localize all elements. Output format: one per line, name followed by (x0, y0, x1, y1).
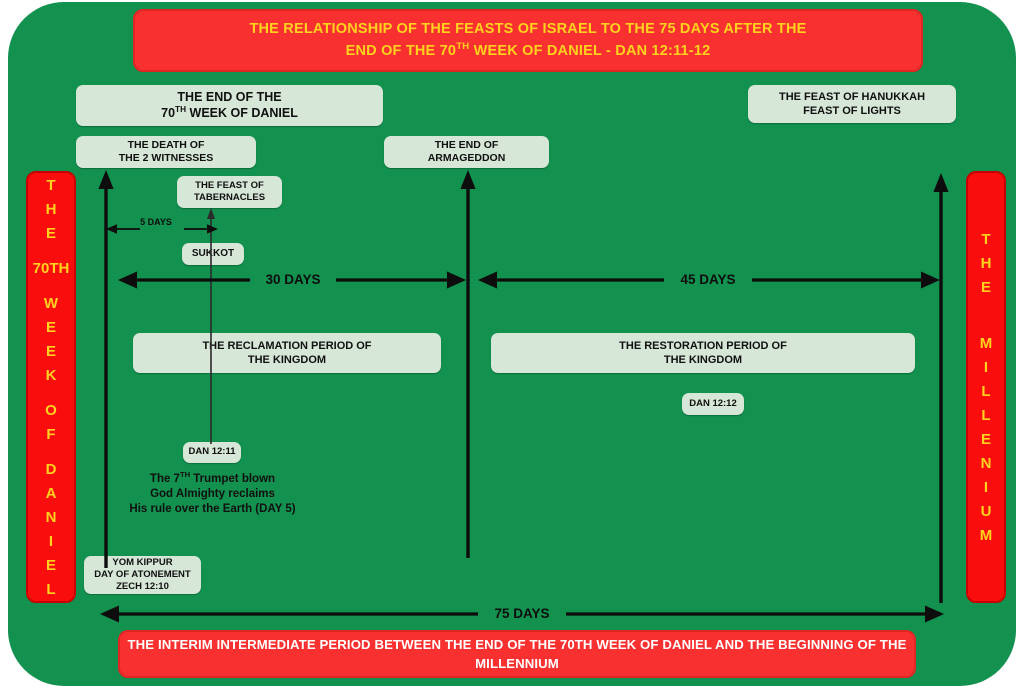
bottom-banner: THE INTERIM INTERMEDIATE PERIOD BETWEEN … (118, 630, 916, 678)
box-feast-of-hanukkah: THE FEAST OF HANUKKAH FEAST OF LIGHTS (748, 85, 956, 123)
measure-45-days (478, 266, 940, 294)
measure-5-days (106, 212, 218, 238)
box-reclamation-period: THE RECLAMATION PERIOD OF THE KINGDOM (133, 333, 441, 373)
feast-of-hanukkah-line-1: THE FEAST OF HANUKKAH (778, 90, 926, 103)
left-banner-char: E (45, 556, 56, 574)
left-banner-char: K (45, 366, 57, 384)
end-of-70th-week-line-2-pre: 70 (161, 106, 176, 121)
seventh-trumpet-line-1: The 7TH Trumpet blown (110, 470, 315, 487)
reclamation-period-line-2: THE KINGDOM (247, 354, 327, 366)
vertical-axis-right (927, 173, 955, 605)
feast-of-tabernacles-line-2: TABERNACLES (193, 192, 266, 203)
left-side-banner-70th-week-of-daniel: T H E 70TH W E E K O F D A N I E L (26, 171, 76, 603)
right-banner-char: I (983, 478, 989, 496)
title-banner: THE RELATIONSHIP OF THE FEASTS OF ISRAEL… (133, 9, 923, 72)
box-end-of-70th-week-of-daniel: THE END OF THE 70TH WEEK OF DANIEL (76, 85, 383, 126)
measure-75-days-label: 75 DAYS (494, 605, 550, 621)
measure-45-days-label: 45 DAYS (680, 271, 736, 287)
title-line-2: END OF THE 70TH WEEK OF DANIEL - DAN 12:… (249, 40, 806, 62)
title-line-2-pre: END OF THE 70 (345, 42, 457, 59)
right-banner-char: U (980, 502, 992, 520)
vertical-axis-middle (454, 170, 482, 560)
vertical-axis-left (92, 170, 120, 570)
seventh-trumpet-line-2: God Almighty reclaims (150, 488, 275, 500)
right-banner-char: M (979, 334, 993, 352)
death-of-2-witnesses-line-2: THE 2 WITNESSES (118, 152, 214, 164)
left-banner-char: O (45, 401, 57, 419)
restoration-period-line-2: THE KINGDOM (663, 354, 743, 366)
left-banner-char: E (45, 318, 56, 336)
box-sukkot: SUKKOT (182, 243, 244, 265)
box-feast-of-tabernacles: THE FEAST OF TABERNACLES (177, 176, 282, 208)
measure-30-days-label: 30 DAYS (265, 271, 321, 287)
left-banner-char: 70TH (32, 259, 70, 277)
measure-75-days (100, 600, 944, 628)
right-banner-char: T (981, 230, 991, 248)
box-yom-kippur: YOM KIPPUR DAY OF ATONEMENT ZECH 12:10 (84, 556, 201, 594)
right-banner-char: M (979, 526, 993, 544)
right-banner-char: L (981, 382, 991, 400)
end-of-70th-week-line-2: 70TH WEEK OF DANIEL (161, 105, 298, 121)
right-side-banner-the-millenium: T H E M I L L E N I U M (966, 171, 1006, 603)
right-banner-char: H (980, 254, 992, 272)
sukkot-label: SUKKOT (191, 247, 235, 259)
left-banner-char: I (48, 532, 54, 550)
end-of-70th-week-line-2-sup: TH (175, 105, 187, 115)
box-dan-12-12: DAN 12:12 (682, 393, 744, 415)
left-banner-char: H (45, 200, 57, 218)
seventh-trumpet-line-1-sup: TH (179, 470, 191, 479)
note-seventh-trumpet: The 7TH Trumpet blown God Almighty recla… (110, 470, 315, 517)
end-of-70th-week-line-1: THE END OF THE (177, 90, 282, 105)
right-banner-char: N (980, 454, 992, 472)
measure-5-days-label: 5 DAYS (140, 217, 172, 227)
bottom-banner-line-1: THE INTERIM INTERMEDIATE PERIOD BETWEEN … (127, 636, 907, 652)
feast-of-hanukkah-line-2: FEAST OF LIGHTS (803, 105, 901, 117)
box-dan-12-11: DAN 12:11 (183, 442, 241, 463)
end-of-70th-week-line-2-post: WEEK OF DANIEL (186, 106, 298, 121)
measure-30-days (118, 266, 466, 294)
seventh-trumpet-line-1-post: Trumpet blown (190, 472, 276, 485)
right-banner-char: E (980, 278, 991, 296)
seventh-trumpet-line-3: His rule over the Earth (DAY 5) (129, 503, 296, 516)
death-of-2-witnesses-line-1: THE DEATH OF (127, 138, 205, 151)
yom-kippur-line-2: DAY OF ATONEMENT (94, 568, 191, 580)
left-banner-char: W (43, 294, 59, 312)
title-line-1: THE RELATIONSHIP OF THE FEASTS OF ISRAEL… (249, 21, 807, 38)
seventh-trumpet-line-1-pre: The 7 (149, 472, 180, 485)
box-death-of-the-2-witnesses: THE DEATH OF THE 2 WITNESSES (76, 136, 256, 168)
left-banner-char: T (46, 176, 56, 194)
feast-of-tabernacles-line-1: THE FEAST OF (195, 179, 264, 191)
left-banner-char: A (45, 484, 57, 502)
left-banner-char: E (45, 342, 56, 360)
yom-kippur-line-1: YOM KIPPUR (112, 556, 173, 568)
left-banner-char: E (45, 224, 56, 242)
end-of-armageddon-line-2: ARMAGEDDON (427, 152, 506, 164)
right-banner-char: E (980, 430, 991, 448)
end-of-armageddon-line-1: THE END OF (434, 138, 499, 151)
title-line-2-sup: TH (456, 41, 470, 53)
box-restoration-period: THE RESTORATION PERIOD OF THE KINGDOM (491, 333, 915, 373)
yom-kippur-line-3: ZECH 12:10 (116, 581, 169, 593)
bottom-banner-line-2: MILLENNIUM (475, 656, 559, 671)
reclamation-period-line-1: THE RECLAMATION PERIOD OF (202, 339, 372, 352)
left-banner-char: N (45, 508, 57, 526)
right-banner-char: I (983, 358, 989, 376)
dan-12-11-label: DAN 12:11 (188, 446, 236, 458)
connector-tabernacles-to-dan-12-11 (204, 208, 218, 444)
right-banner-char: L (981, 406, 991, 424)
left-banner-char: F (46, 425, 56, 443)
dan-12-12-label: DAN 12:12 (689, 397, 737, 409)
left-banner-char: L (46, 580, 56, 598)
left-banner-char: D (45, 460, 57, 478)
title-line-2-post: WEEK OF DANIEL - DAN 12:11-12 (469, 42, 711, 59)
box-end-of-armageddon: THE END OF ARMAGEDDON (384, 136, 549, 168)
restoration-period-line-1: THE RESTORATION PERIOD OF (619, 339, 787, 352)
